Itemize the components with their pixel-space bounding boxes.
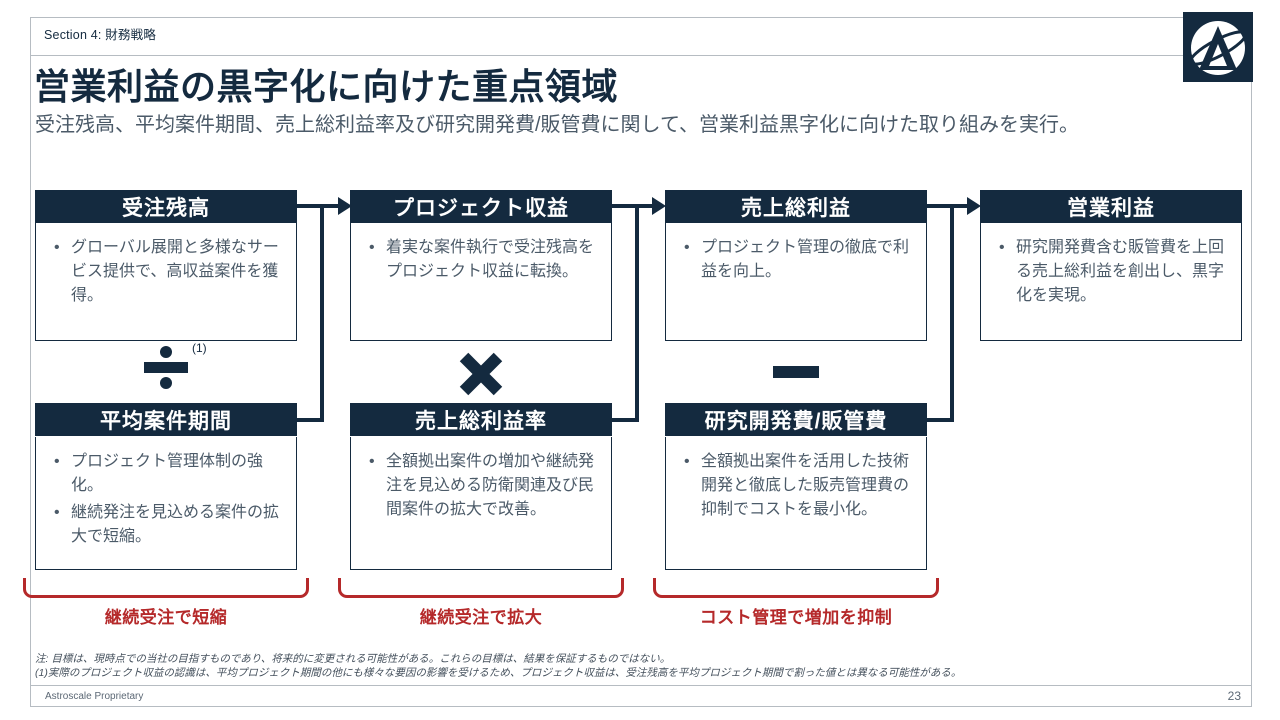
proprietary-label: Astroscale Proprietary (45, 690, 144, 702)
divide-icon (144, 346, 188, 389)
box-project-revenue-header: プロジェクト収益 (350, 190, 612, 223)
box-operating-profit-body: 研究開発費含む販管費を上回る売上総利益を創出し、黒字化を実現。 (980, 223, 1242, 341)
box-project-revenue-body: 着実な案件執行で受注残高をプロジェクト収益に転換。 (350, 223, 612, 341)
box-operating-profit-header: 営業利益 (980, 190, 1242, 223)
bullet-item: プロジェクト管理体制の強化。 (50, 450, 284, 498)
page-number: 23 (1227, 689, 1241, 703)
page-title: 営業利益の黒字化に向けた重点領域 (34, 66, 619, 107)
arrow-right-icon (338, 197, 352, 215)
bracket-expand (338, 578, 624, 598)
bracket-label-shorten: 継続受注で短縮 (104, 608, 228, 627)
slide-footer: Astroscale Proprietary 23 (30, 686, 1252, 707)
connector-line (927, 418, 954, 422)
box-order-backlog-header: 受注残高 (35, 190, 297, 223)
connector-line (635, 204, 639, 422)
minus-icon (773, 366, 819, 378)
bracket-shorten (23, 578, 309, 598)
box-avg-project-duration-header: 平均案件期間 (35, 403, 297, 436)
bullet-item: 全額拠出案件の増加や継続発注を見込める防衛関連及び民間案件の拡大で改善。 (365, 450, 599, 522)
bullet-item: 継続発注を見込める案件の拡大で短縮。 (50, 501, 284, 549)
connector-line (320, 204, 324, 422)
section-divider (30, 55, 1252, 56)
connector-line (950, 204, 954, 422)
connector-line (297, 418, 324, 422)
footnotes: 注: 目標は、現時点での当社の目指すものであり、将来的に変更される可能性がある。… (35, 653, 1155, 681)
box-gross-margin-rate-body: 全額拠出案件の増加や継続発注を見込める防衛関連及び民間案件の拡大で改善。 (350, 437, 612, 570)
bullet-item: 着実な案件執行で受注残高をプロジェクト収益に転換。 (365, 236, 599, 284)
bullet-item: プロジェクト管理の徹底で利益を向上。 (680, 236, 914, 284)
bracket-label-cost-control: コスト管理で増加を抑制 (699, 608, 893, 627)
connector-line (612, 418, 639, 422)
connector-line (612, 204, 655, 208)
footnote-line: 注: 目標は、現時点での当社の目指すものであり、将来的に変更される可能性がある。… (35, 653, 671, 665)
box-gross-profit-body: プロジェクト管理の徹底で利益を向上。 (665, 223, 927, 341)
connector-line (297, 204, 340, 208)
box-order-backlog-body: グローバル展開と多様なサービス提供で、高収益案件を獲得。 (35, 223, 297, 341)
bullet-item: グローバル展開と多様なサービス提供で、高収益案件を獲得。 (50, 236, 284, 308)
arrow-right-icon (967, 197, 981, 215)
bracket-cost-control (653, 578, 939, 598)
arrow-right-icon (652, 197, 666, 215)
divide-footnote-ref: (1) (192, 341, 207, 355)
box-rd-sga-header: 研究開発費/販管費 (665, 403, 927, 436)
slide-frame (30, 17, 1252, 686)
section-label: Section 4: 財務戦略 (44, 28, 157, 42)
page-subtitle: 受注残高、平均案件期間、売上総利益率及び研究開発費/販管費に関して、営業利益黒字… (35, 114, 1079, 136)
box-gross-margin-rate-header: 売上総利益率 (350, 403, 612, 436)
box-gross-profit-header: 売上総利益 (665, 190, 927, 223)
box-rd-sga-body: 全額拠出案件を活用した技術開発と徹底した販売管理費の抑制でコストを最小化。 (665, 437, 927, 570)
astroscale-logo-icon (1183, 12, 1253, 82)
box-avg-project-duration-body: プロジェクト管理体制の強化。 継続発注を見込める案件の拡大で短縮。 (35, 437, 297, 570)
bracket-label-expand: 継続受注で拡大 (419, 608, 543, 627)
footnote-line: (1)実際のプロジェクト収益の認識は、平均プロジェクト期間の他にも様々な要因の影… (35, 666, 962, 679)
connector-line (927, 204, 970, 208)
multiply-icon (457, 350, 505, 398)
bullet-item: 研究開発費含む販管費を上回る売上総利益を創出し、黒字化を実現。 (995, 236, 1229, 308)
bullet-item: 全額拠出案件を活用した技術開発と徹底した販売管理費の抑制でコストを最小化。 (680, 450, 914, 522)
